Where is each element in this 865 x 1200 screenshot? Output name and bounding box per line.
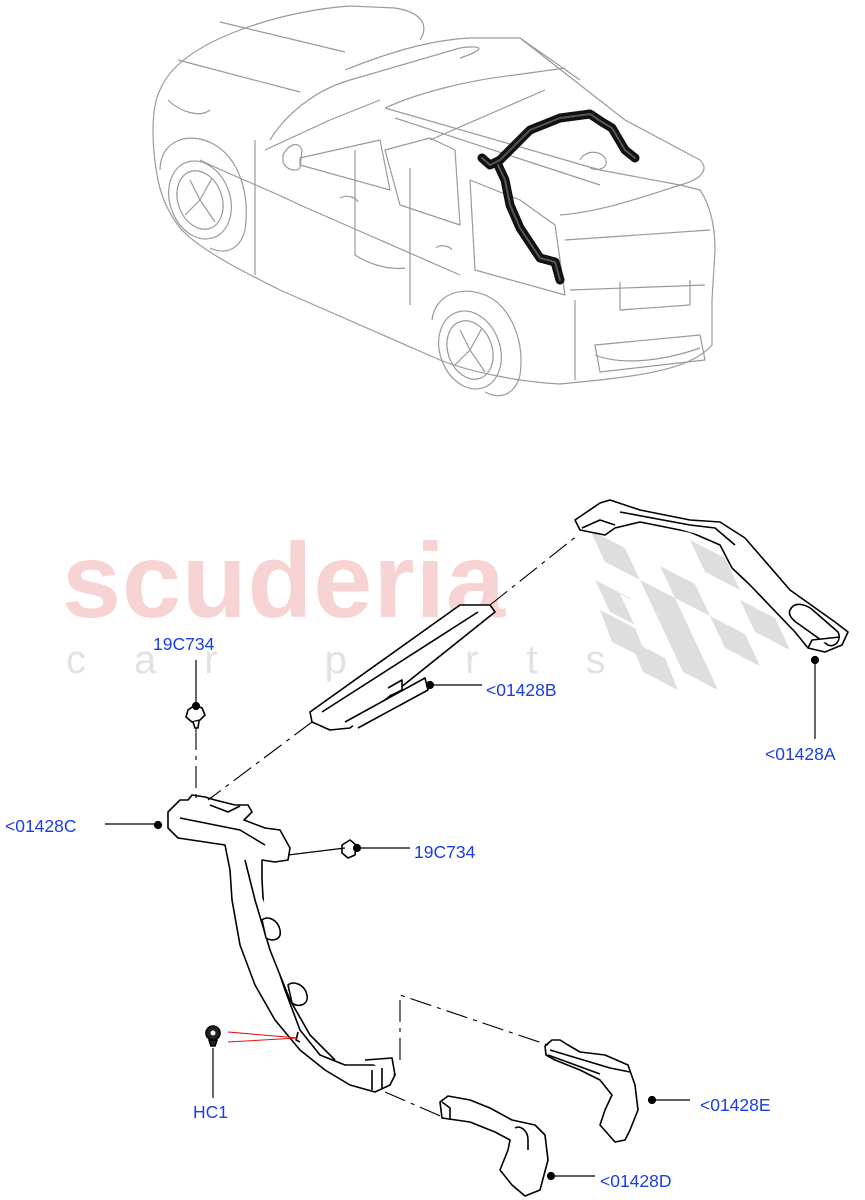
watermark-tagline: car parts [66,638,654,682]
callout-19c734-top[interactable]: 19C734 [153,634,215,654]
callout-01428c[interactable]: <01428C [5,816,77,836]
callout-01428a[interactable]: <01428A [765,744,836,764]
watermark-brand: scuderia [62,522,507,640]
part-19c734-clip-mid [341,839,357,859]
part-hc1-nut [205,1025,221,1047]
highlighted-air-duct [477,109,640,285]
exploded-parts [167,499,849,1197]
callout-01428b[interactable]: <01428B [486,680,557,700]
callout-01428d[interactable]: <01428D [600,1171,672,1191]
callout-hc1[interactable]: HC1 [193,1102,229,1122]
part-01428a-duct [574,499,849,653]
callout-19c734-mid[interactable]: 19C734 [414,842,476,862]
part-01428b-duct [309,604,496,731]
part-01428c-duct [167,794,396,1093]
vehicle-illustration [152,5,716,397]
assembly-lines [195,534,579,1119]
part-01428e-outlet [544,1039,639,1143]
part-01428d-outlet [439,1095,549,1197]
callout-01428e[interactable]: <01428E [700,1095,771,1115]
checker-watermark [590,530,790,690]
leader-lines [105,655,820,1181]
red-indicator-lines [227,1031,299,1043]
